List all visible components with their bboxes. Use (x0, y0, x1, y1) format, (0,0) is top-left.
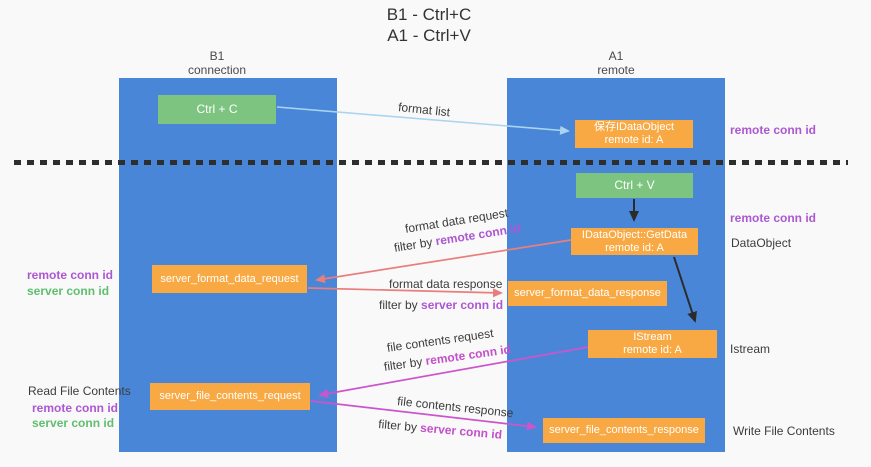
label-format-list: format list (397, 100, 451, 120)
node-ctrl-v: Ctrl + V (576, 173, 693, 198)
node-store-idataobject-line2: remote id: A (604, 134, 664, 146)
server-conn-id-highlight: server conn id (419, 420, 503, 442)
lane-b1-name: B1 (209, 49, 225, 63)
node-server-file-contents-response: server_file_contents_response (543, 418, 705, 443)
left-bottom-server-conn-id-label: server conn id (32, 416, 115, 430)
node-ctrl-c-label: Ctrl + C (196, 102, 238, 116)
node-server-file-contents-request-label: server_file_contents_request (159, 390, 301, 402)
node-server-file-contents-response-label: server_file_contents_response (549, 424, 699, 436)
label-filter-by-server-conn-id-format: filter by server conn id (379, 298, 503, 312)
label-file-contents-response: file contents response (396, 394, 515, 421)
right-remote-conn-id-mid-label: remote conn id (730, 211, 817, 225)
left-server-conn-id-label: server conn id (27, 284, 110, 298)
node-server-file-contents-request: server_file_contents_request (150, 383, 310, 410)
node-ctrl-c: Ctrl + C (158, 95, 276, 124)
filter-by-text: filter by (379, 298, 422, 312)
node-getdata-line2: remote id: A (605, 241, 664, 254)
node-server-format-data-request-label: server_format_data_request (160, 272, 299, 285)
filter-by-text: filter by (383, 354, 427, 374)
dashed-separator-line (14, 160, 848, 165)
diagram-title: B1 - Ctrl+C A1 - Ctrl+V (329, 4, 529, 46)
dataobject-label: DataObject (731, 236, 792, 250)
lane-header-a1: A1 remote (507, 49, 725, 77)
filter-by-text: filter by (377, 417, 421, 435)
lane-b1-role: connection (187, 63, 247, 77)
node-ctrl-v-label: Ctrl + V (614, 178, 655, 192)
right-remote-conn-id-top-label: remote conn id (730, 123, 817, 137)
node-istream-line2: remote id: A (623, 344, 682, 356)
lane-a1-role: remote (597, 63, 635, 77)
node-istream-line1: IStream (633, 331, 672, 343)
read-file-contents-label: Read File Contents (28, 384, 131, 398)
filter-by-text: filter by (393, 234, 437, 255)
lane-header-b1: B1 connection (108, 49, 326, 77)
server-conn-id-highlight: server conn id (421, 298, 504, 312)
node-server-format-data-response-label: server_format_data_response (514, 287, 661, 299)
node-getdata-line1: IDataObject::GetData (581, 228, 688, 241)
write-file-contents-label: Write File Contents (733, 424, 835, 438)
node-server-format-data-response: server_format_data_response (508, 281, 667, 306)
lane-a1-name: A1 (608, 49, 624, 63)
node-server-format-data-request: server_format_data_request (152, 265, 307, 293)
title-line-1: B1 - Ctrl+C (386, 5, 472, 24)
istream-label: Istream (730, 342, 771, 356)
node-store-idataobject: 保存IDataObject remote id: A (575, 120, 693, 148)
node-istream: IStream remote id: A (588, 330, 717, 358)
node-idataobject-getdata: IDataObject::GetData remote id: A (571, 228, 698, 255)
label-format-data-response: format data response (389, 277, 503, 291)
label-filter-by-server-conn-id-file: filter by server conn id (378, 417, 503, 442)
left-remote-conn-id-label: remote conn id (27, 268, 114, 282)
title-line-2: A1 - Ctrl+V (387, 26, 471, 45)
left-bottom-remote-conn-id-label: remote conn id (32, 401, 119, 415)
node-store-idataobject-line1: 保存IDataObject (593, 121, 675, 133)
